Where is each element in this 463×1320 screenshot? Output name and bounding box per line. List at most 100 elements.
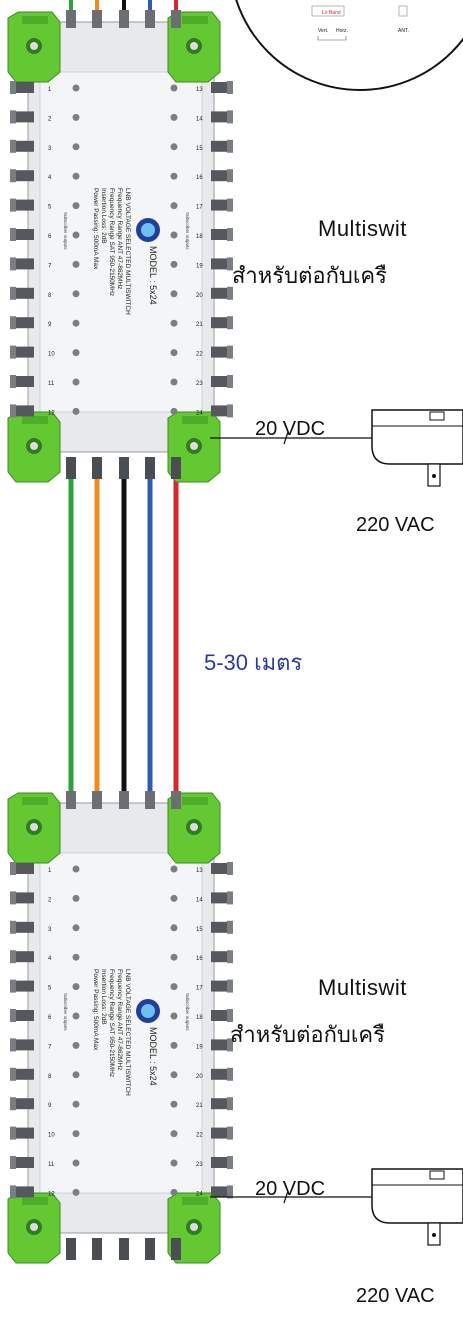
output-number-right: 21 (196, 322, 203, 328)
output-number-right: 23 (196, 1162, 203, 1168)
output-number-right: 19 (196, 1044, 203, 1050)
multiswitch-bottom: 113214315416517618719820921102211231224M… (8, 791, 233, 1263)
input-connector (119, 791, 129, 809)
logo-icon (136, 218, 160, 242)
spec-line: Insertion Loss: 2dB (100, 969, 107, 1025)
output-number-left: 11 (48, 381, 55, 387)
port-left (14, 1010, 34, 1021)
subscriber-outputs-right: Subscriber outputs (185, 212, 190, 250)
output-number-right: 17 (196, 986, 203, 992)
output-number-right: 21 (196, 1103, 203, 1109)
input-connector (92, 791, 102, 809)
port-left (14, 82, 34, 93)
distance-label: 5-30 เมตร (204, 645, 302, 680)
ac-label-bottom: 220 VAC (356, 1285, 435, 1308)
ac-label-top: 220 VAC (356, 514, 435, 537)
dc-label-top: 20 VDC (255, 418, 325, 441)
output-connector (92, 1238, 102, 1260)
output-number-left: 10 (48, 352, 55, 358)
output-connector (145, 457, 155, 479)
port-left (14, 892, 34, 903)
input-connector (145, 791, 155, 809)
output-number-right: 24 (196, 410, 203, 416)
spec-line: Power Passing: 500mA Max (92, 969, 99, 1051)
output-number-left: 12 (48, 410, 55, 416)
spec-line: Frequency Range ANT 47-862MHz (116, 188, 123, 289)
port-left (14, 229, 34, 240)
spec-line: Power Passing: 500mA Max (92, 188, 99, 270)
output-number-right: 15 (196, 146, 203, 152)
port-left (14, 1039, 34, 1050)
port-left (14, 141, 34, 152)
spec-line: LNB VOLTAGE SELECTED MULTISWITCH (124, 969, 131, 1096)
mounting-bracket (8, 12, 60, 82)
subscriber-outputs-left: Subscriber outputs (63, 212, 68, 250)
port-left (14, 1069, 34, 1080)
output-connector (145, 1238, 155, 1260)
port-left (14, 200, 34, 211)
output-number-right: 13 (196, 868, 203, 874)
svg-text:Vert.: Vert. (318, 28, 328, 34)
port-left (14, 981, 34, 992)
section-title-bottom: Multiswit (318, 975, 407, 1001)
input-connector (171, 10, 181, 28)
output-number-right: 22 (196, 1133, 203, 1139)
input-connector (119, 10, 129, 28)
output-number-right: 20 (196, 293, 203, 299)
input-connector (171, 791, 181, 809)
output-number-right: 18 (196, 1015, 203, 1021)
output-number-right: 19 (196, 263, 203, 269)
output-connector (92, 457, 102, 479)
section-subtitle-top: สำหรับต่อกับเครื (232, 258, 387, 293)
port-left (14, 1186, 34, 1197)
port-left (14, 863, 34, 874)
mounting-bracket (8, 412, 60, 482)
input-connector (66, 791, 76, 809)
port-left (14, 405, 34, 416)
port-left (14, 951, 34, 962)
output-connector (66, 1238, 76, 1260)
port-left (14, 1098, 34, 1109)
port-left (14, 288, 34, 299)
output-connector (171, 457, 181, 479)
model-label: MODEL : 5x24 (148, 1027, 158, 1086)
output-number-right: 14 (196, 116, 203, 122)
inset-circle: Lo Band Vert. Horz. ANT. (230, 0, 463, 90)
output-connector (119, 1238, 129, 1260)
port-left (14, 1128, 34, 1139)
svg-text:ANT.: ANT. (398, 28, 409, 34)
input-connector (92, 10, 102, 28)
dc-label-bottom: 20 VDC (255, 1178, 325, 1201)
output-number-right: 22 (196, 352, 203, 358)
port-left (14, 317, 34, 328)
spec-line: LNB VOLTAGE SELECTED MULTISWITCH (124, 188, 131, 315)
port-left (14, 170, 34, 181)
input-connector (66, 10, 76, 28)
port-left (14, 1157, 34, 1168)
output-connector (171, 1238, 181, 1260)
port-left (14, 376, 34, 387)
spec-line: Frequency Range SAT 950-2150MHz (108, 188, 115, 296)
output-number-right: 14 (196, 897, 203, 903)
mounting-bracket (8, 793, 60, 863)
port-left (14, 258, 34, 269)
svg-text:Horz.: Horz. (336, 28, 348, 34)
svg-text:Lo Band: Lo Band (322, 10, 341, 16)
power-adapter-bottom (210, 1169, 463, 1245)
power-adapter-top (210, 410, 463, 486)
output-number-right: 13 (196, 87, 203, 93)
output-number-right: 16 (196, 956, 203, 962)
output-number-left: 12 (48, 1191, 55, 1197)
output-number-right: 17 (196, 205, 203, 211)
output-number-right: 23 (196, 381, 203, 387)
output-number-left: 11 (48, 1162, 55, 1168)
model-label: MODEL : 5x24 (148, 246, 158, 305)
adapter-icon (372, 1169, 463, 1245)
spec-line: Frequency Range ANT 47-862MHz (116, 969, 123, 1070)
spec-line: Insertion Loss: 2dB (100, 188, 107, 244)
output-number-right: 16 (196, 175, 203, 181)
output-connector (66, 457, 76, 479)
subscriber-outputs-left: Subscriber outputs (63, 993, 68, 1031)
input-connector (145, 10, 155, 28)
subscriber-outputs-right: Subscriber outputs (185, 993, 190, 1031)
